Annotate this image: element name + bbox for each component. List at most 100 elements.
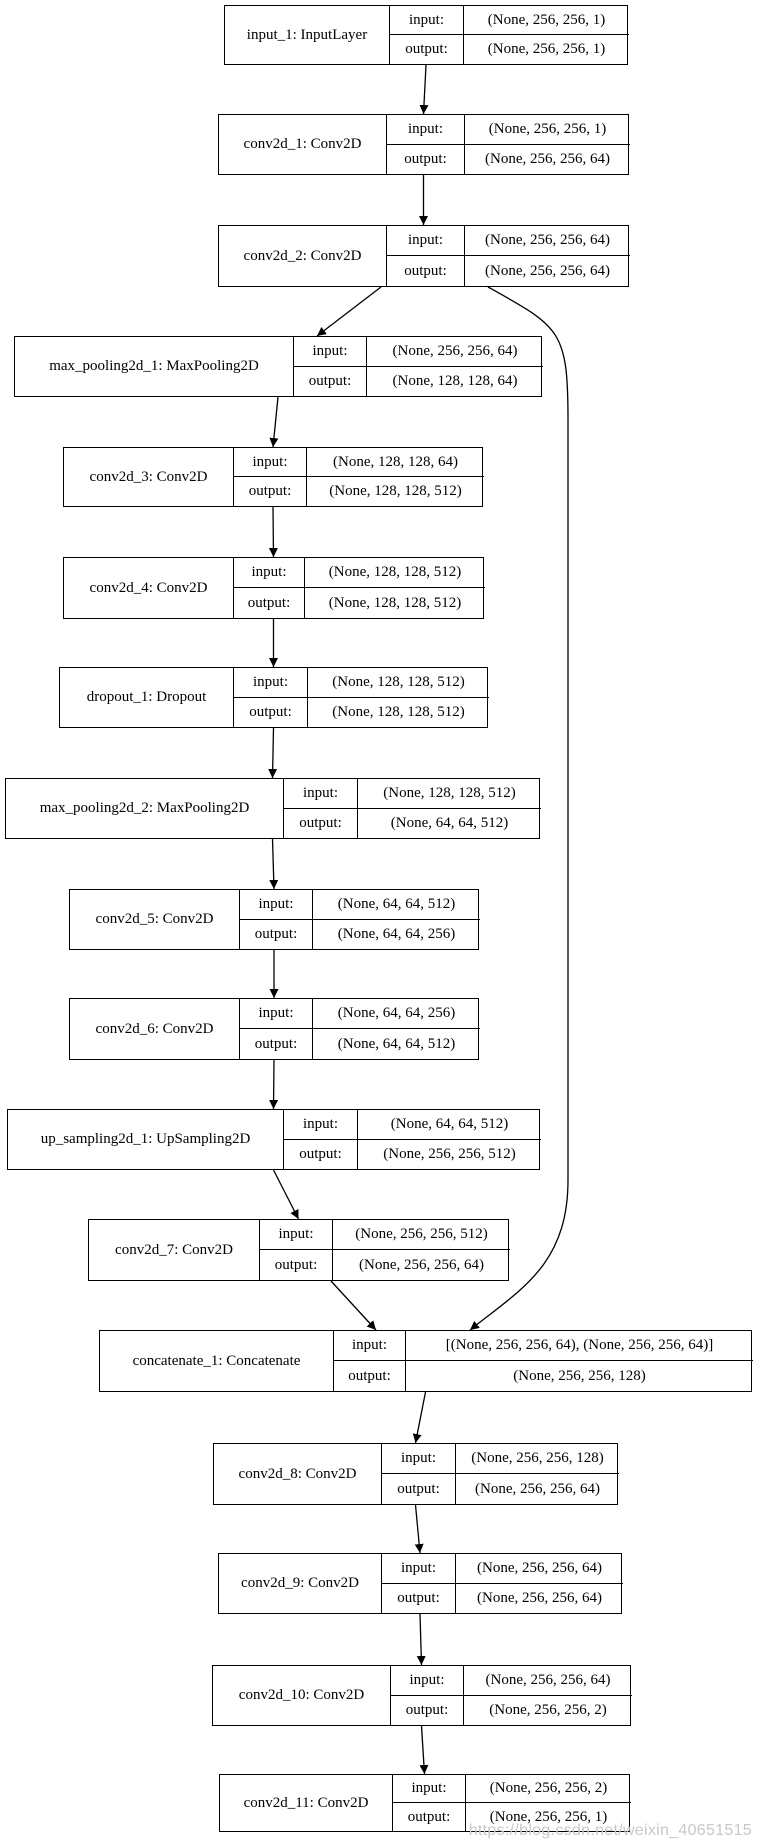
edge-concatenate-1-to-conv2d-8 <box>412 1391 427 1444</box>
edge-conv2d-8-to-conv2d-9 <box>414 1504 424 1554</box>
layer-name: input_1: InputLayer <box>225 6 390 64</box>
edge-max-pooling2d-1-to-conv2d-3 <box>269 396 279 448</box>
output-shape: (None, 256, 256, 64) <box>485 262 610 279</box>
input-shape: (None, 64, 64, 512) <box>358 1110 541 1140</box>
output-label: output: <box>387 256 465 286</box>
output-shape: (None, 256, 256, 64) <box>359 1256 484 1273</box>
input-shape: (None, 256, 256, 2) <box>466 1775 631 1803</box>
output-label: output: <box>391 1695 464 1725</box>
layer-name: concatenate_1: Concatenate <box>100 1331 334 1391</box>
input-shape: (None, 128, 128, 512) <box>305 558 485 588</box>
layer-name: conv2d_3: Conv2D <box>64 448 234 506</box>
output-label: output: <box>234 477 307 506</box>
input-shape: (None, 128, 128, 64) <box>307 448 484 477</box>
input-shape: (None, 64, 64, 256) <box>313 999 480 1029</box>
layer-name: conv2d_11: Conv2D <box>220 1775 393 1831</box>
input-shape: (None, 256, 256, 128) <box>456 1444 619 1474</box>
layer-name: conv2d_6: Conv2D <box>70 999 240 1059</box>
output-label: output: <box>284 1139 358 1169</box>
output-label: output: <box>284 808 358 838</box>
output-shape: (None, 64, 64, 256) <box>337 925 456 942</box>
output-shape: (None, 256, 256, 1) <box>487 41 606 57</box>
output-label: output: <box>334 1361 406 1391</box>
input-shape: (None, 256, 256, 64) <box>464 1666 632 1696</box>
input-label: input: <box>260 1220 333 1250</box>
input-label: input: <box>284 1110 358 1140</box>
output-shape: (None, 256, 256, 64) <box>485 150 610 167</box>
layer-name: dropout_1: Dropout <box>60 668 234 727</box>
output-shape: (None, 256, 256, 64) <box>477 1589 602 1606</box>
input-label: input: <box>390 6 464 35</box>
input-label: input: <box>334 1331 406 1361</box>
layer-name: conv2d_7: Conv2D <box>89 1220 260 1280</box>
input-shape: (None, 256, 256, 64) <box>367 337 543 367</box>
output-label: output: <box>390 35 464 64</box>
layer-name: conv2d_10: Conv2D <box>213 1666 391 1725</box>
input-label: input: <box>382 1444 456 1474</box>
input-shape: (None, 256, 256, 64) <box>456 1554 623 1584</box>
output-shape: (None, 128, 128, 512) <box>328 594 462 611</box>
watermark: https://blog.csdn.net/weixin_40651515 <box>468 1822 752 1839</box>
edge-conv2d-10-to-conv2d-11 <box>419 1725 429 1775</box>
output-shape: (None, 128, 128, 512) <box>332 703 465 720</box>
input-label: input: <box>234 448 307 477</box>
edge-input-1-to-conv2d-1 <box>419 64 429 115</box>
output-label: output: <box>382 1474 456 1504</box>
output-label: output: <box>382 1583 456 1613</box>
edge-max-pooling2d-2-to-conv2d-5 <box>269 838 279 890</box>
edge-conv2d-6-to-up-sampling2d-1 <box>269 1059 279 1110</box>
output-shape: (None, 64, 64, 512) <box>337 1035 456 1052</box>
input-shape: (None, 128, 128, 512) <box>308 668 489 698</box>
output-shape: (None, 128, 128, 512) <box>329 483 462 499</box>
output-label: output: <box>240 1029 313 1059</box>
output-label: output: <box>393 1803 466 1831</box>
output-shape: (None, 256, 256, 512) <box>383 1145 516 1162</box>
input-shape: (None, 256, 256, 64) <box>465 226 630 256</box>
input-shape: (None, 128, 128, 512) <box>358 779 541 809</box>
edge-conv2d-2-to-concatenate-1 <box>469 286 569 1331</box>
edge-conv2d-3-to-conv2d-4 <box>268 506 278 558</box>
edge-conv2d-9-to-conv2d-10 <box>416 1613 426 1666</box>
layer-name: conv2d_5: Conv2D <box>70 890 240 949</box>
input-label: input: <box>240 890 313 920</box>
input-shape: [(None, 256, 256, 64), (None, 256, 256, … <box>406 1331 753 1361</box>
layer-name: conv2d_9: Conv2D <box>219 1554 382 1613</box>
input-label: input: <box>294 337 367 367</box>
edge-conv2d-2-to-max-pooling2d-1 <box>316 286 382 337</box>
input-label: input: <box>382 1554 456 1584</box>
layer-name: conv2d_2: Conv2D <box>219 226 387 286</box>
output-shape: (None, 64, 64, 512) <box>390 814 509 831</box>
output-shape: (None, 256, 256, 2) <box>489 1701 607 1718</box>
input-label: input: <box>391 1666 464 1696</box>
input-label: input: <box>284 779 358 809</box>
output-label: output: <box>294 366 367 396</box>
output-shape: (None, 256, 256, 64) <box>475 1480 600 1497</box>
input-shape: (None, 64, 64, 512) <box>313 890 480 920</box>
output-label: output: <box>260 1250 333 1280</box>
layer-name: max_pooling2d_1: MaxPooling2D <box>15 337 294 396</box>
layer-name: up_sampling2d_1: UpSampling2D <box>8 1110 284 1169</box>
output-shape: (None, 256, 256, 128) <box>513 1367 646 1384</box>
output-shape: (None, 256, 256, 1) <box>489 1808 608 1825</box>
input-label: input: <box>393 1775 466 1803</box>
output-label: output: <box>240 919 313 949</box>
output-label: output: <box>234 588 305 618</box>
layer-name: conv2d_4: Conv2D <box>64 558 234 618</box>
edge-conv2d-7-to-concatenate-1 <box>330 1280 377 1331</box>
layer-name: conv2d_1: Conv2D <box>219 115 387 174</box>
